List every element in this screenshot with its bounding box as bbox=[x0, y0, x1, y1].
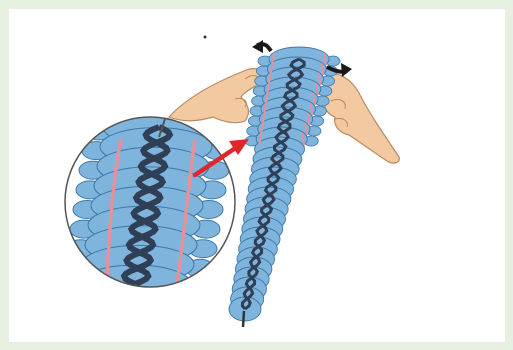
zoom-petal bbox=[183, 279, 211, 297]
zoom-petal bbox=[61, 279, 89, 297]
illustration-svg bbox=[9, 9, 505, 342]
illustration-panel bbox=[9, 9, 505, 342]
left-hand bbox=[169, 69, 265, 123]
zoomed-rope-detail bbox=[61, 108, 235, 303]
zoom-petal bbox=[207, 122, 235, 140]
magnifier-circle-icon bbox=[61, 108, 235, 303]
rope-end-stick bbox=[243, 311, 244, 327]
zoom-petal bbox=[64, 259, 92, 277]
speck-mark bbox=[204, 36, 207, 39]
